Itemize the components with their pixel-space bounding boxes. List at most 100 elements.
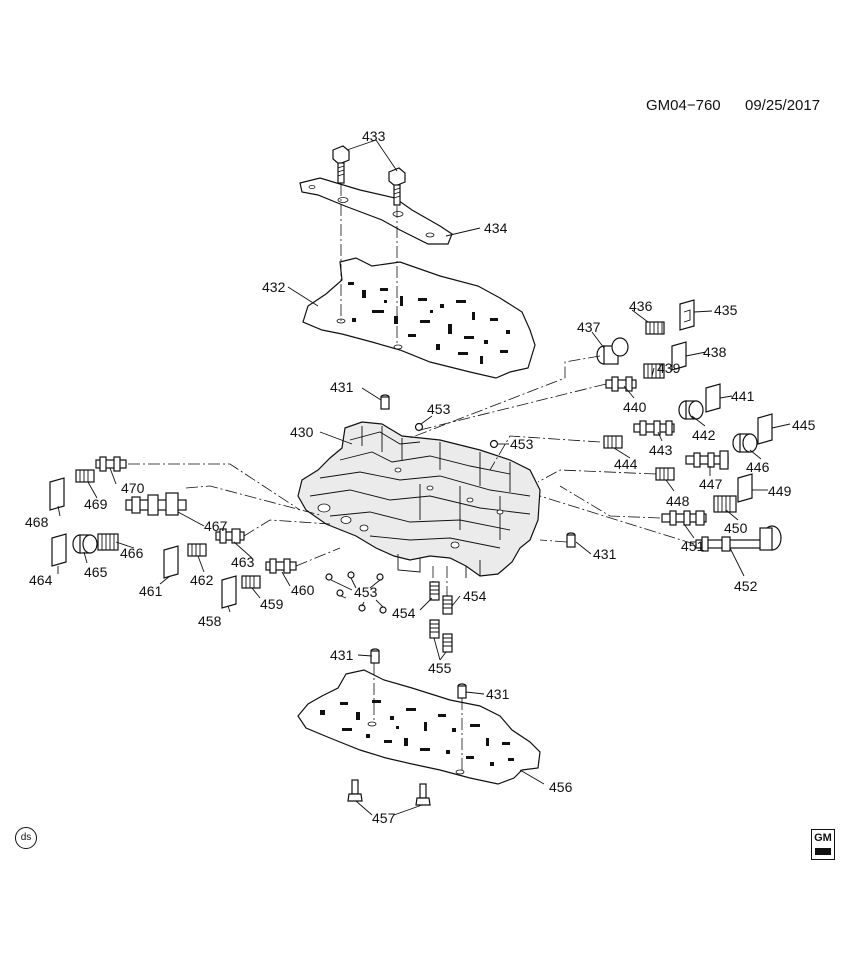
spring-444	[603, 435, 623, 449]
callout-468: 468	[25, 514, 49, 530]
callout-464: 464	[29, 572, 53, 588]
diagram-date: 09/25/2017	[745, 97, 821, 114]
callout-434: 434	[484, 220, 508, 236]
callout-462: 462	[190, 572, 214, 588]
callout-440: 440	[623, 399, 647, 415]
callout-443: 443	[649, 442, 673, 458]
callout-453-mid: 453	[510, 436, 534, 452]
callout-431-lower-left: 431	[330, 647, 354, 663]
callout-449: 449	[768, 483, 792, 499]
callout-470: 470	[121, 480, 145, 496]
callout-455: 455	[428, 660, 452, 676]
valve-443	[633, 420, 675, 436]
valve-460	[265, 558, 297, 574]
callout-448: 448	[666, 493, 690, 509]
callout-431-right: 431	[593, 546, 617, 562]
callout-452: 452	[734, 578, 758, 594]
callout-457: 457	[372, 810, 396, 826]
valve-437	[596, 337, 629, 365]
callout-459: 459	[260, 596, 284, 612]
valve-440	[605, 376, 637, 392]
callout-460: 460	[291, 582, 315, 598]
separator-plate-456	[297, 669, 541, 785]
callout-442: 442	[692, 427, 716, 443]
retainer-449	[737, 473, 753, 503]
callout-430: 430	[290, 424, 314, 440]
gm-logo-bar	[815, 848, 831, 855]
retainer-464	[51, 533, 67, 567]
valve-body-430	[297, 421, 541, 578]
callout-444: 444	[614, 456, 638, 472]
callout-439: 439	[657, 360, 681, 376]
callout-441: 441	[731, 388, 755, 404]
callout-433: 433	[362, 128, 386, 144]
bolt-433-right	[388, 167, 406, 206]
callout-454-right: 454	[463, 588, 487, 604]
diagram-number: GM04−760	[646, 97, 721, 114]
callout-labels: 433 434 432 436 435 437 438 439 440 441 …	[25, 128, 816, 826]
pin-431-top	[380, 394, 390, 410]
bolt-433-left	[332, 145, 350, 184]
callout-461: 461	[139, 583, 163, 599]
callout-431-top: 431	[330, 379, 354, 395]
bolt-457-right	[415, 783, 431, 806]
plug-442	[678, 400, 704, 420]
plug-465	[72, 534, 98, 554]
spring-462	[187, 543, 207, 557]
callout-465: 465	[84, 564, 108, 580]
alignment-lines	[128, 184, 695, 772]
callout-453-top: 453	[427, 401, 451, 417]
upper-plate-434	[299, 177, 453, 245]
spring-454-right	[442, 595, 453, 615]
spring-454-left	[429, 581, 440, 601]
plug-446	[732, 433, 758, 453]
callout-454-left: 454	[392, 605, 416, 621]
callout-458: 458	[198, 613, 222, 629]
callout-445: 445	[792, 417, 816, 433]
retainer-445	[757, 413, 773, 445]
spring-466	[97, 533, 119, 551]
retainer-441	[705, 383, 721, 413]
spring-448	[655, 467, 675, 481]
retainer-468	[49, 477, 65, 511]
ds-badge: ds	[15, 827, 37, 849]
valve-463	[215, 528, 245, 544]
pin-431-lower-right	[457, 683, 467, 699]
retainer-458	[221, 575, 237, 609]
spring-469	[75, 469, 95, 483]
check-balls-453	[325, 422, 499, 614]
valve-447	[685, 450, 729, 470]
spring-439	[643, 363, 665, 379]
callout-466: 466	[120, 545, 144, 561]
springs-455	[429, 619, 453, 653]
gm-logo-text: GM	[814, 832, 832, 844]
retainer-461	[163, 545, 179, 579]
valve-451	[661, 510, 707, 526]
retainer-438	[671, 341, 687, 371]
retainer-435	[679, 299, 695, 331]
callout-469: 469	[84, 496, 108, 512]
callout-435: 435	[714, 302, 738, 318]
callout-447: 447	[699, 476, 723, 492]
callout-451: 451	[681, 538, 705, 554]
gm-logo: GM	[811, 829, 835, 860]
callout-438: 438	[703, 344, 727, 360]
callout-446: 446	[746, 459, 770, 475]
callout-431-lower-right: 431	[486, 686, 510, 702]
valve-452	[695, 525, 782, 552]
spring-436	[645, 321, 665, 335]
bolt-457-left	[347, 779, 363, 802]
spring-459	[241, 575, 261, 589]
callout-456: 456	[549, 779, 573, 795]
leader-lines	[57, 139, 791, 816]
callout-453-bottom: 453	[354, 584, 378, 600]
callout-436: 436	[629, 298, 653, 314]
valve-470	[95, 456, 127, 472]
spring-450	[713, 495, 737, 513]
pin-431-lower-left	[370, 648, 380, 664]
callout-432: 432	[262, 279, 286, 295]
separator-plate-432	[302, 257, 536, 379]
pin-431-right	[566, 532, 576, 548]
valve-467	[125, 492, 187, 516]
